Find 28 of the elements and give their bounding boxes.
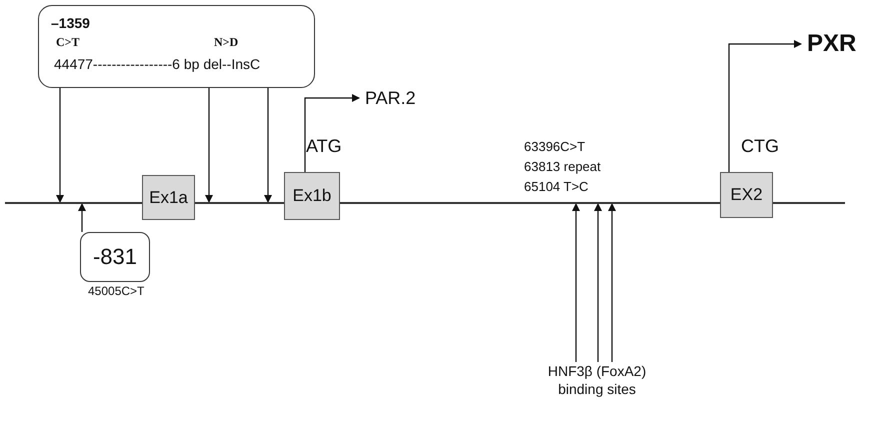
callout-box	[38, 5, 315, 88]
exon-box: Ex1a	[142, 175, 195, 220]
arrow	[608, 203, 616, 362]
variant-label: 65104 T>C	[524, 180, 588, 193]
codon-label: ATG	[306, 137, 342, 155]
gene-name: PAR.2	[365, 89, 416, 107]
variant-label: 44477-----------------6 bp del--InsC	[54, 56, 260, 72]
gene-name: PXR	[807, 32, 856, 56]
arrow	[56, 88, 64, 203]
variant-label: 63813 repeat	[524, 160, 601, 173]
variant-label: C>T	[56, 35, 80, 50]
binding-site-label: HNF3β (FoxA2) binding sites	[547, 362, 647, 398]
variant-label: 45005C>T	[88, 285, 144, 297]
arrow	[572, 203, 580, 362]
position-box: -831	[80, 232, 150, 282]
arrow	[264, 88, 272, 203]
variant-label: 63396C>T	[524, 140, 586, 153]
arrow	[728, 40, 802, 172]
arrow	[304, 94, 360, 172]
codon-label: CTG	[741, 137, 779, 155]
arrow	[205, 88, 213, 203]
exon-box: Ex1b	[284, 172, 340, 220]
exon-box: EX2	[720, 172, 773, 218]
arrow	[594, 203, 602, 362]
arrow	[78, 203, 86, 232]
gene-line	[5, 202, 845, 204]
position-label: –1359	[51, 15, 90, 31]
variant-label: N>D	[214, 35, 238, 50]
